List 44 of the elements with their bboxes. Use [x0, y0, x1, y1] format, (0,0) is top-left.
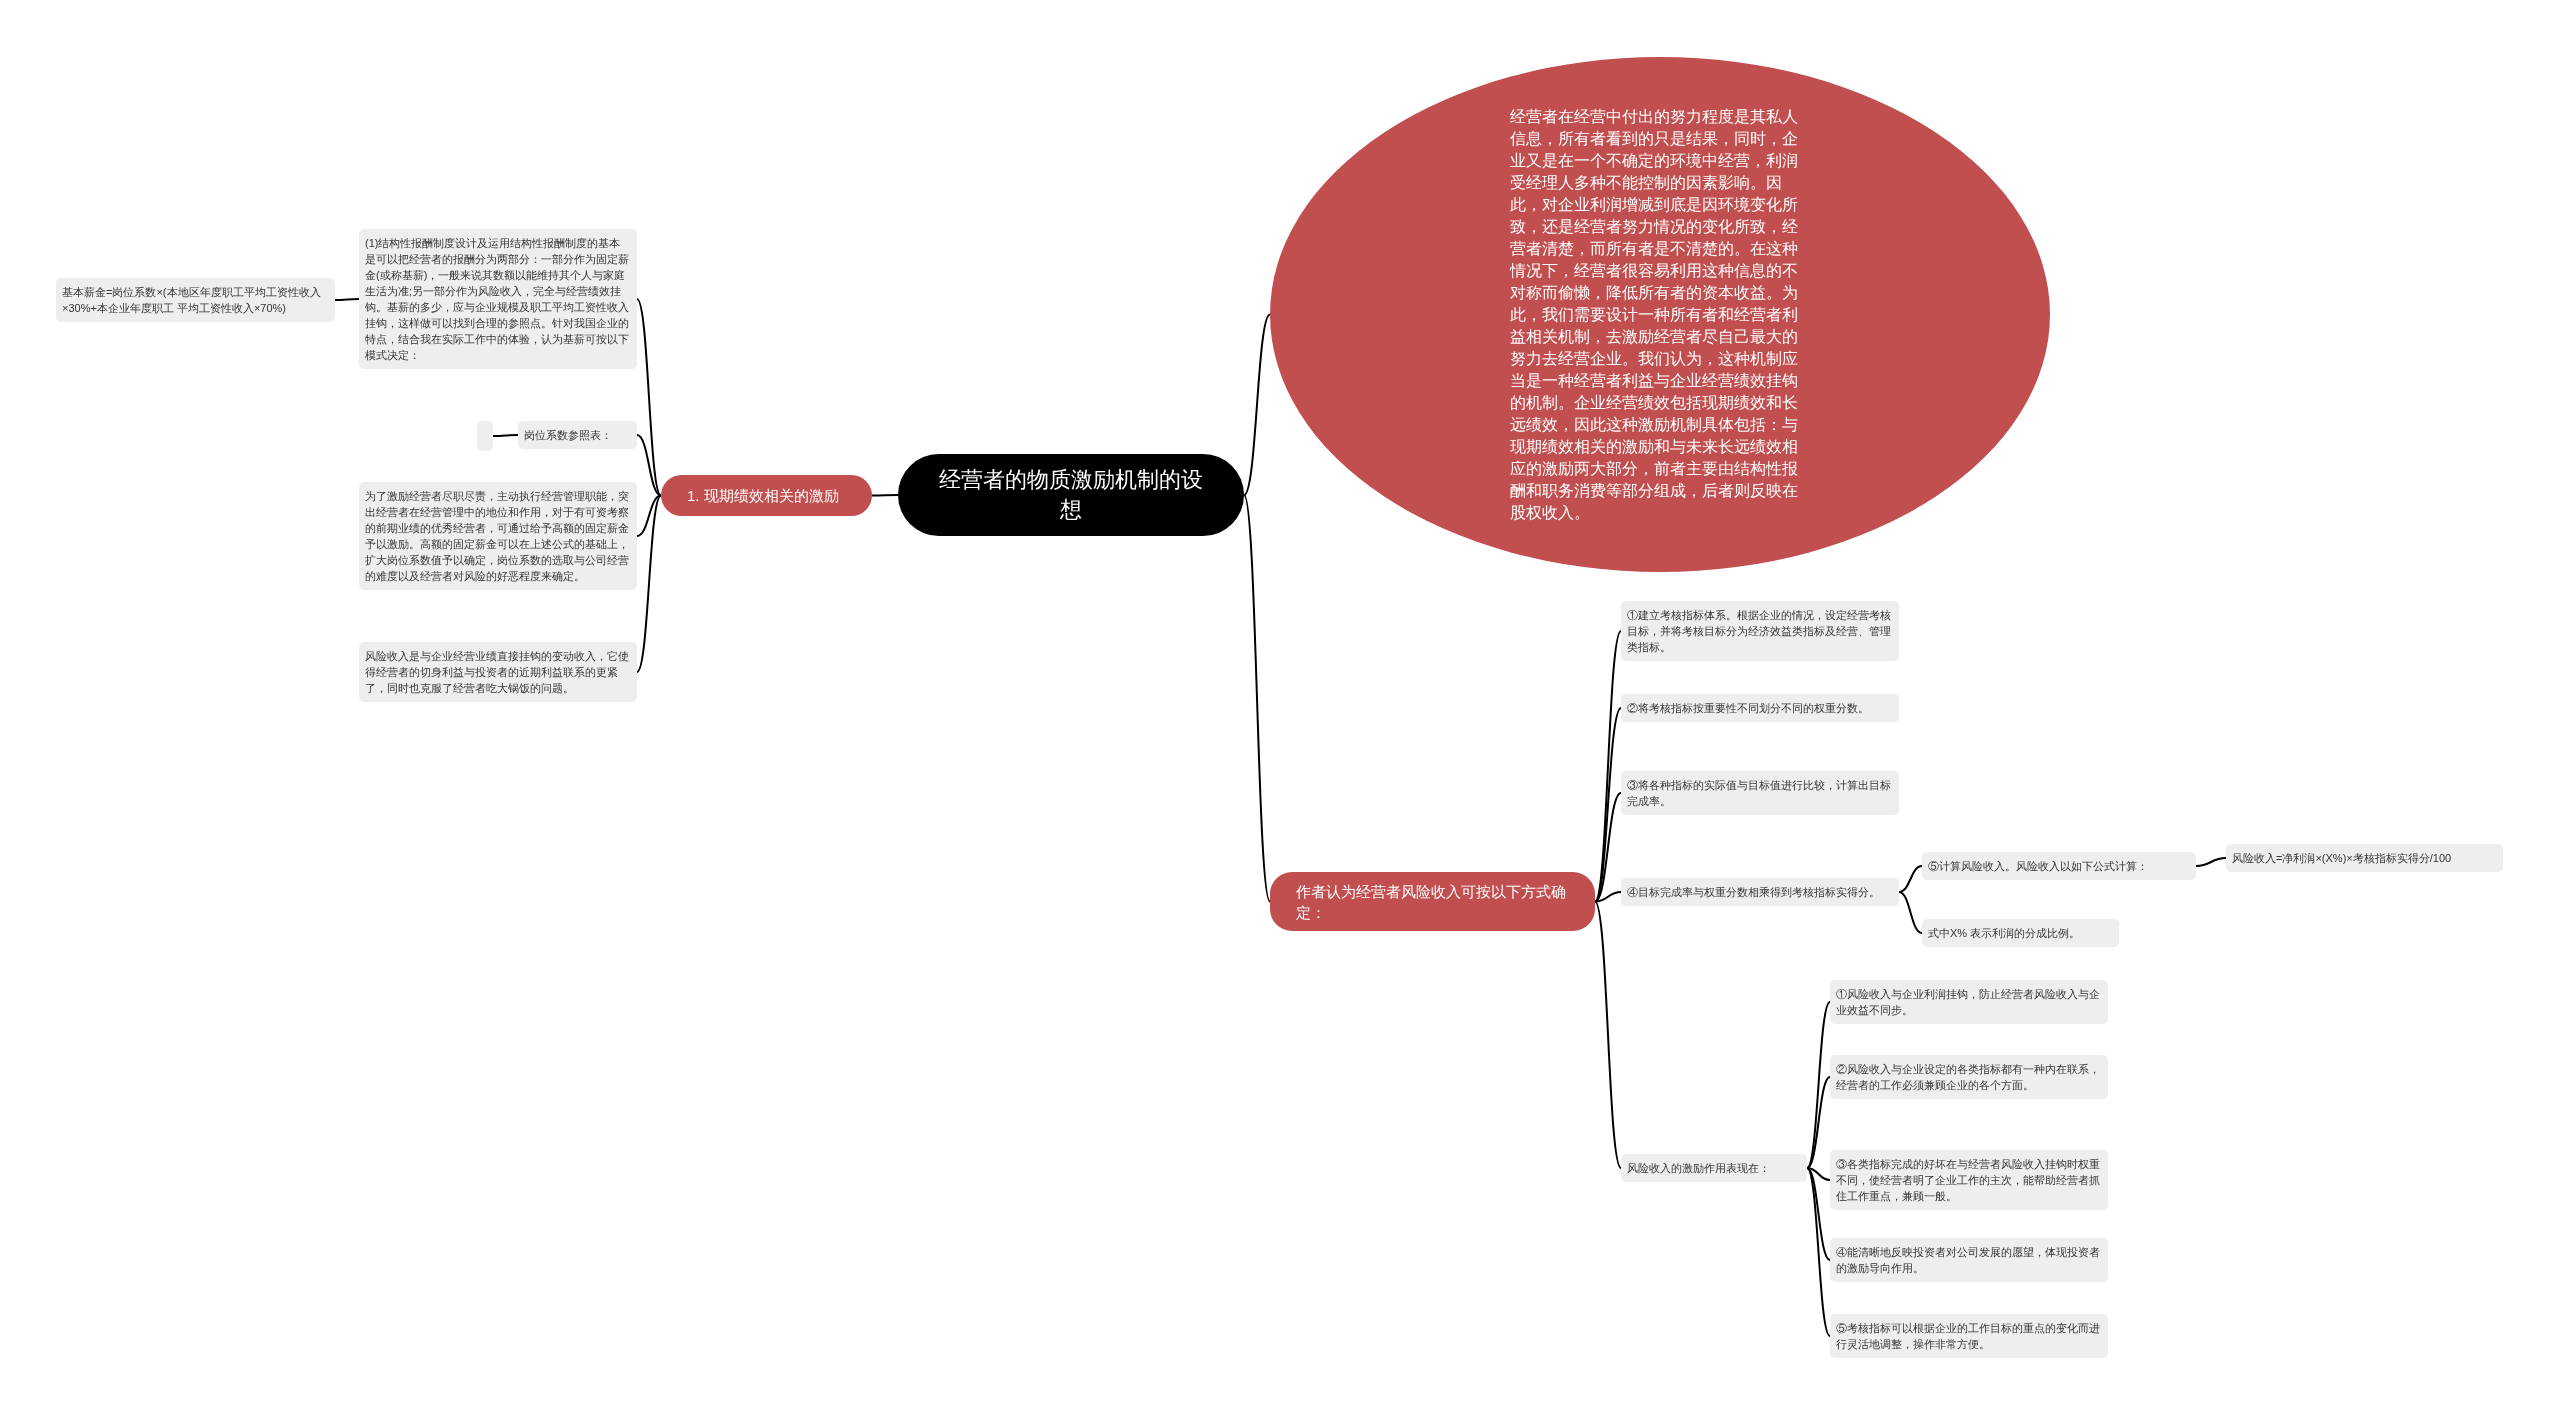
- topic-box: ①建立考核指标体系。根据企业的情况，设定经营考核目标，并将考核目标分为经济效益类指标及经营、管理类指标。: [1621, 601, 1899, 661]
- topic-box: 为了激励经营者尽职尽责，主动执行经营管理职能，突出经营者在经营管理中的地位和作用，对于有可资考察的前期业绩的优秀经营者，可通过给予高额的固定薪金予以激励。高额的固定薪金可以在上述公式的基础上，扩大岗位系数值予以确定，岗位系数的选取与公司经营的难度以及经营者对风险的好恶程度来确定。: [359, 482, 637, 590]
- topic-box: 风险收入是与企业经营业绩直接挂钩的变动收入，它使得经营者的切身利益与投资者的近期利益联系的更紧了，同时也克服了经营者吃大锅饭的问题。: [359, 642, 637, 702]
- connector-line: [1594, 900, 1622, 1169]
- topic-box: ⑤考核指标可以根据企业的工作目标的重点的变化而进行灵活地调整，操作非常方便。: [1830, 1314, 2108, 1358]
- topic-box: 风险收入=净利润×(X%)×考核指标实得分/100: [2226, 844, 2503, 872]
- topic-box: ⑤计算风险收入。风险收入以如下公式计算：: [1922, 852, 2196, 880]
- topic-box: ④能清晰地反映投资者对公司发展的愿望，体现投资者的激励导向作用。: [1830, 1238, 2108, 1282]
- branch-topic: 作者认为经营者风险收入可按以下方式确定：: [1270, 872, 1595, 931]
- topic-box: ①风险收入与企业利润挂钩，防止经营者风险收入与企业效益不同步。: [1830, 980, 2108, 1024]
- topic-box: 岗位系数参照表：: [518, 421, 637, 449]
- connector-line: [636, 298, 662, 497]
- connector-line: [1806, 1167, 1831, 1337]
- topic-ellipse: 经营者在经营中付出的努力程度是其私人信息，所有者看到的只是结果，同时，企业又是在一个不确定的环境中经营，利润受经理人多种不能控制的因素影响。因此，对企业利润增减到底是因环境变化所致，还是经营者努力情况的变化所致，经营者清楚，而所有者是不清楚的。在这种情况下，经营者很容易利用这种信息的不对称而偷懒，降低所有者的资本收益。为此，我们需要设计一种所有者和经营者利益相关机制，去激励经营者尽自己最大的努力去经营企业。我们认为，这种机制应当是一种经营者利益与企业经营绩效挂钩的机制。企业经营绩效包括现期绩效和长远绩效，因此这种激励机制具体包括：与现期绩效相关的激励和与未来长远绩效相应的激励两大部分，前者主要由结构性报酬和职务消费等部分组成，后者则反映在股权收入。: [1270, 57, 2050, 572]
- central-topic: 经营者的物质激励机制的设想: [898, 454, 1244, 536]
- connector-line: [492, 434, 519, 437]
- connector-line: [1806, 1167, 1831, 1181]
- connector-line: [1594, 792, 1622, 903]
- topic-box: 基本薪金=岗位系数×(本地区年度职工平均工资性收入×30%+本企业年度职工 平均工资性收入×70%): [56, 278, 335, 322]
- empty-box: [477, 421, 493, 451]
- connector-line: [1806, 1001, 1831, 1169]
- connector-line: [1898, 891, 1923, 934]
- topic-box: ③将各种指标的实际值与目标值进行比较，计算出目标完成率。: [1621, 771, 1899, 815]
- connector-line: [334, 298, 360, 301]
- connector-line: [1898, 865, 1923, 893]
- connector-line: [1806, 1167, 1831, 1261]
- topic-box: 式中X% 表示利润的分成比例。: [1922, 919, 2119, 947]
- topic-box: ②风险收入与企业设定的各类指标都有一种内在联系，经营者的工作必须兼顾企业的各个方面。: [1830, 1055, 2108, 1099]
- connector-line: [636, 494, 662, 537]
- connector-line: [636, 494, 662, 673]
- connector-line: [1594, 707, 1622, 903]
- connector-line: [1243, 313, 1271, 496]
- connector-line: [636, 434, 662, 497]
- connector-line: [871, 494, 899, 497]
- topic-box: ②将考核指标按重要性不同划分不同的权重分数。: [1621, 694, 1899, 722]
- branch-topic: 1. 现期绩效相关的激励: [661, 475, 872, 516]
- topic-box: ④目标完成率与权重分数相乘得到考核指标实得分。: [1621, 878, 1899, 906]
- connector-line: [1594, 891, 1622, 903]
- topic-box: (1)结构性报酬制度设计及运用结构性报酬制度的基本是可以把经营者的报酬分为两部分：一部分作为固定薪金(或称基薪)，一般来说其数额以能维持其个人与家庭生活为准;另一部分作为风险收入，完全与经营绩效挂钩。基薪的多少，应与企业规模及职工平均工资性收入挂钩，这样做可以找到合理的参照点。针对我国企业的特点，结合我在实际工作中的体验，认为基薪可按以下模式决定：: [359, 229, 637, 369]
- connector-line: [2195, 857, 2227, 867]
- connector-line: [1243, 494, 1271, 903]
- topic-box: ③各类指标完成的好坏在与经营者风险收入挂钩时权重不同，使经营者明了企业工作的主次，能帮助经营者抓住工作重点，兼顾一般。: [1830, 1150, 2108, 1210]
- topic-box: 风险收入的激励作用表现在：: [1621, 1154, 1807, 1182]
- connector-line: [1806, 1076, 1831, 1169]
